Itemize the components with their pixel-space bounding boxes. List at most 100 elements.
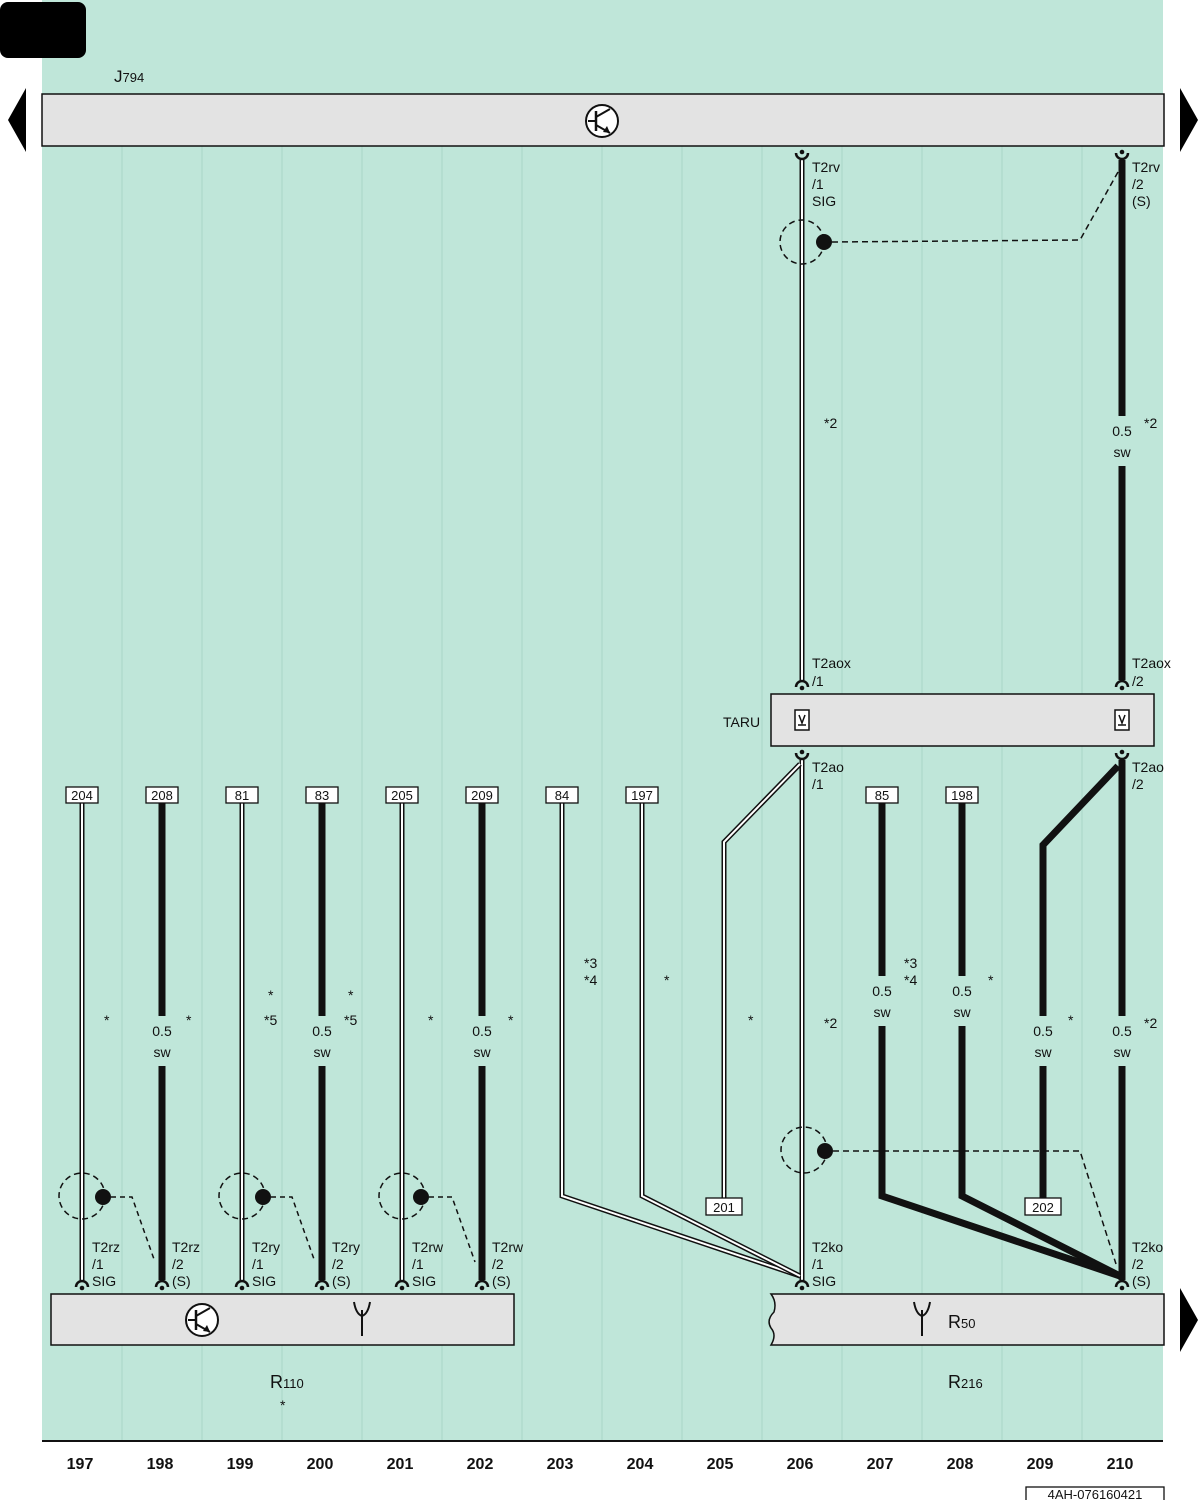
next-page-arrow-icon-bottom[interactable]: [1180, 1288, 1198, 1352]
ref-box-198: 198: [945, 786, 979, 804]
pin-t2ry-2: [314, 1279, 330, 1291]
svg-text:*: *: [664, 972, 670, 988]
svg-text:*: *: [1068, 1012, 1074, 1028]
pin-t2ry-1: [234, 1279, 250, 1291]
ref-box-204: 204: [65, 786, 99, 804]
ref-box-201: 201: [705, 1197, 743, 1216]
svg-text:sw: sw: [473, 1044, 491, 1060]
svg-text:198: 198: [147, 1456, 174, 1473]
svg-text:204: 204: [71, 788, 93, 803]
column-numbers: 197 198 199 200 201 202 203 204 205 206 …: [67, 1456, 1134, 1473]
label-t2ao-2: T2ao/2: [1132, 759, 1164, 792]
svg-text:81: 81: [235, 788, 249, 803]
pin-t2rv-2: [1114, 149, 1130, 161]
pin-t2rv-1: [794, 149, 810, 161]
shield-icon-top: [779, 171, 1119, 265]
svg-text:*2: *2: [824, 415, 837, 431]
wire-198: [958, 803, 1122, 1280]
pin-t2ko-1: [794, 1279, 810, 1291]
svg-text:*: *: [268, 987, 274, 1003]
r110-component: [50, 1293, 515, 1346]
svg-text:200: 200: [307, 1456, 334, 1473]
pin-t2rz-2: [154, 1279, 170, 1291]
shield-icon-r110-1: [58, 1172, 156, 1263]
svg-text:205: 205: [391, 788, 413, 803]
shield-icon-r110-2: [218, 1172, 316, 1263]
svg-text:0.5: 0.5: [1033, 1023, 1053, 1039]
svg-text:*4: *4: [584, 972, 597, 988]
shield-icon-r110-3: [378, 1172, 476, 1263]
corner-tab: [0, 2, 86, 58]
svg-text:sw: sw: [1034, 1044, 1052, 1060]
wire-taru-201: [721, 762, 802, 1198]
svg-text:*3: *3: [584, 955, 597, 971]
taru-plug-icon-2: [1114, 709, 1130, 731]
pin-t2ko-2: [1114, 1279, 1130, 1291]
svg-text:*3: *3: [904, 955, 917, 971]
ref-box-202: 202: [1024, 1197, 1062, 1216]
svg-text:202: 202: [467, 1456, 494, 1473]
svg-text:198: 198: [951, 788, 973, 803]
svg-text:202: 202: [1032, 1200, 1054, 1215]
svg-text:sw: sw: [953, 1004, 971, 1020]
ref-box-81: 81: [225, 786, 259, 804]
thin-wires: [79, 160, 805, 1280]
r50-antenna-icon: [913, 1301, 931, 1336]
prev-page-arrow-icon[interactable]: [8, 88, 26, 152]
svg-text:204: 204: [627, 1456, 654, 1473]
column-gridlines: [121, 146, 1083, 1440]
svg-text:*: *: [104, 1012, 110, 1028]
r110-note: *: [280, 1397, 286, 1413]
next-page-arrow-icon-top[interactable]: [1180, 88, 1198, 152]
svg-text:209: 209: [1027, 1456, 1054, 1473]
wire-85: [878, 803, 1122, 1280]
taru-label: TARU: [723, 714, 760, 730]
svg-text:0.5: 0.5: [472, 1023, 492, 1039]
label-t2ao-1: T2ao/1: [812, 759, 844, 792]
svg-text:*: *: [348, 987, 354, 1003]
label-t2rz-2: T2rz/2(S): [172, 1239, 200, 1289]
svg-text:*5: *5: [344, 1012, 357, 1028]
svg-text:0.5: 0.5: [1112, 423, 1132, 439]
svg-text:0.5: 0.5: [312, 1023, 332, 1039]
svg-text:*: *: [428, 1012, 434, 1028]
svg-text:84: 84: [555, 788, 569, 803]
pin-t2rw-2: [474, 1279, 490, 1291]
ref-box-208: 208: [145, 786, 179, 804]
ref-box-83: 83: [305, 786, 339, 804]
svg-text:*2: *2: [1144, 1015, 1157, 1031]
svg-text:*2: *2: [824, 1015, 837, 1031]
r216-label: R216: [948, 1372, 983, 1392]
pin-t2rw-1: [394, 1279, 410, 1291]
wire-spec-backgrounds: [146, 416, 1138, 1066]
svg-text:sw: sw: [1113, 444, 1131, 460]
svg-text:*: *: [988, 972, 994, 988]
pin-t2ao-1: [794, 749, 810, 761]
svg-text:sw: sw: [153, 1044, 171, 1060]
svg-text:201: 201: [387, 1456, 414, 1473]
svg-text:208: 208: [151, 788, 173, 803]
document-id: 4AH-076160421: [1025, 1486, 1165, 1500]
label-t2aox-1: T2aox/1: [812, 655, 851, 689]
pin-t2ao-2: [1114, 749, 1130, 761]
svg-text:0.5: 0.5: [952, 983, 972, 999]
label-t2aox-2: T2aox/2: [1132, 655, 1171, 689]
svg-text:206: 206: [787, 1456, 814, 1473]
ref-box-209: 209: [465, 786, 499, 804]
pin-t2rz-1: [74, 1279, 90, 1291]
svg-text:201: 201: [713, 1200, 735, 1215]
ref-box-205: 205: [385, 786, 419, 804]
svg-text:0.5: 0.5: [152, 1023, 172, 1039]
svg-text:85: 85: [875, 788, 889, 803]
svg-text:83: 83: [315, 788, 329, 803]
svg-text:4AH-076160421: 4AH-076160421: [1048, 1487, 1143, 1500]
taru-box: [770, 693, 1155, 747]
svg-text:*: *: [748, 1012, 754, 1028]
reference-boxes[interactable]: 204 208 81 83 205 209 84 197 85 198 201 …: [65, 786, 1062, 1216]
